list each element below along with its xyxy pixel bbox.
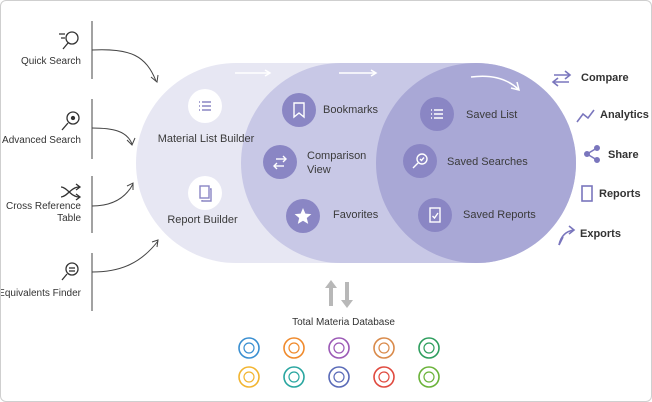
exports-label[interactable]: Exports [580, 228, 621, 240]
database-label: Total Materia Database [292, 317, 395, 328]
db-icon-2 [283, 337, 305, 359]
equivalents-finder-icon [61, 262, 79, 281]
left-arrows [91, 21, 159, 311]
db-icon-3 [328, 337, 350, 359]
bookmarks-label[interactable]: Bookmarks [323, 104, 379, 116]
saved-searches-icon[interactable] [403, 144, 437, 178]
comparison-view-label[interactable]: Comparison View [307, 150, 367, 176]
equivalents-finder-label[interactable]: Equivalents Finder [0, 288, 81, 299]
cross-reference-icon [60, 183, 82, 201]
quick-search-label[interactable]: Quick Search [20, 56, 81, 67]
share-icon [583, 145, 600, 164]
db-icon-4 [373, 337, 395, 359]
compare-label[interactable]: Compare [581, 72, 629, 84]
db-icon-7 [283, 366, 305, 388]
db-icon-8 [328, 366, 350, 388]
db-icon-5 [418, 337, 440, 359]
db-icon-1 [238, 337, 260, 359]
quick-search-icon [59, 31, 79, 50]
copy-icon[interactable] [188, 176, 222, 210]
material-list-builder-label[interactable]: Material List Builder [157, 133, 255, 145]
reports-icon [581, 185, 593, 202]
reports-label[interactable]: Reports [599, 188, 641, 200]
db-icon-10 [418, 366, 440, 388]
list-builder-icon[interactable] [188, 89, 222, 123]
advanced-search-label[interactable]: Advanced Search [2, 135, 81, 146]
cross-reference-label[interactable]: Cross Reference Table [5, 201, 81, 224]
compare-icon [551, 70, 572, 87]
share-label[interactable]: Share [608, 149, 639, 161]
advanced-search-icon [61, 111, 80, 131]
comparison-view-icon[interactable] [263, 145, 297, 179]
db-icon-6 [238, 366, 260, 388]
saved-list-label[interactable]: Saved List [466, 109, 518, 121]
saved-reports-icon[interactable] [418, 198, 452, 232]
report-builder-label[interactable]: Report Builder [167, 214, 238, 226]
analytics-label[interactable]: Analytics [600, 109, 649, 121]
saved-searches-label[interactable]: Saved Searches [447, 156, 528, 168]
star-icon[interactable] [286, 199, 320, 233]
db-icon-9 [373, 366, 395, 388]
saved-list-icon[interactable] [420, 97, 454, 131]
bookmark-icon[interactable] [282, 93, 316, 127]
saved-reports-label[interactable]: Saved Reports [463, 209, 536, 221]
flow-arrows [235, 69, 521, 92]
analytics-icon [576, 109, 595, 123]
favorites-label[interactable]: Favorites [333, 209, 379, 221]
export-icon [558, 225, 576, 246]
updown-arrows-icon [325, 280, 353, 308]
